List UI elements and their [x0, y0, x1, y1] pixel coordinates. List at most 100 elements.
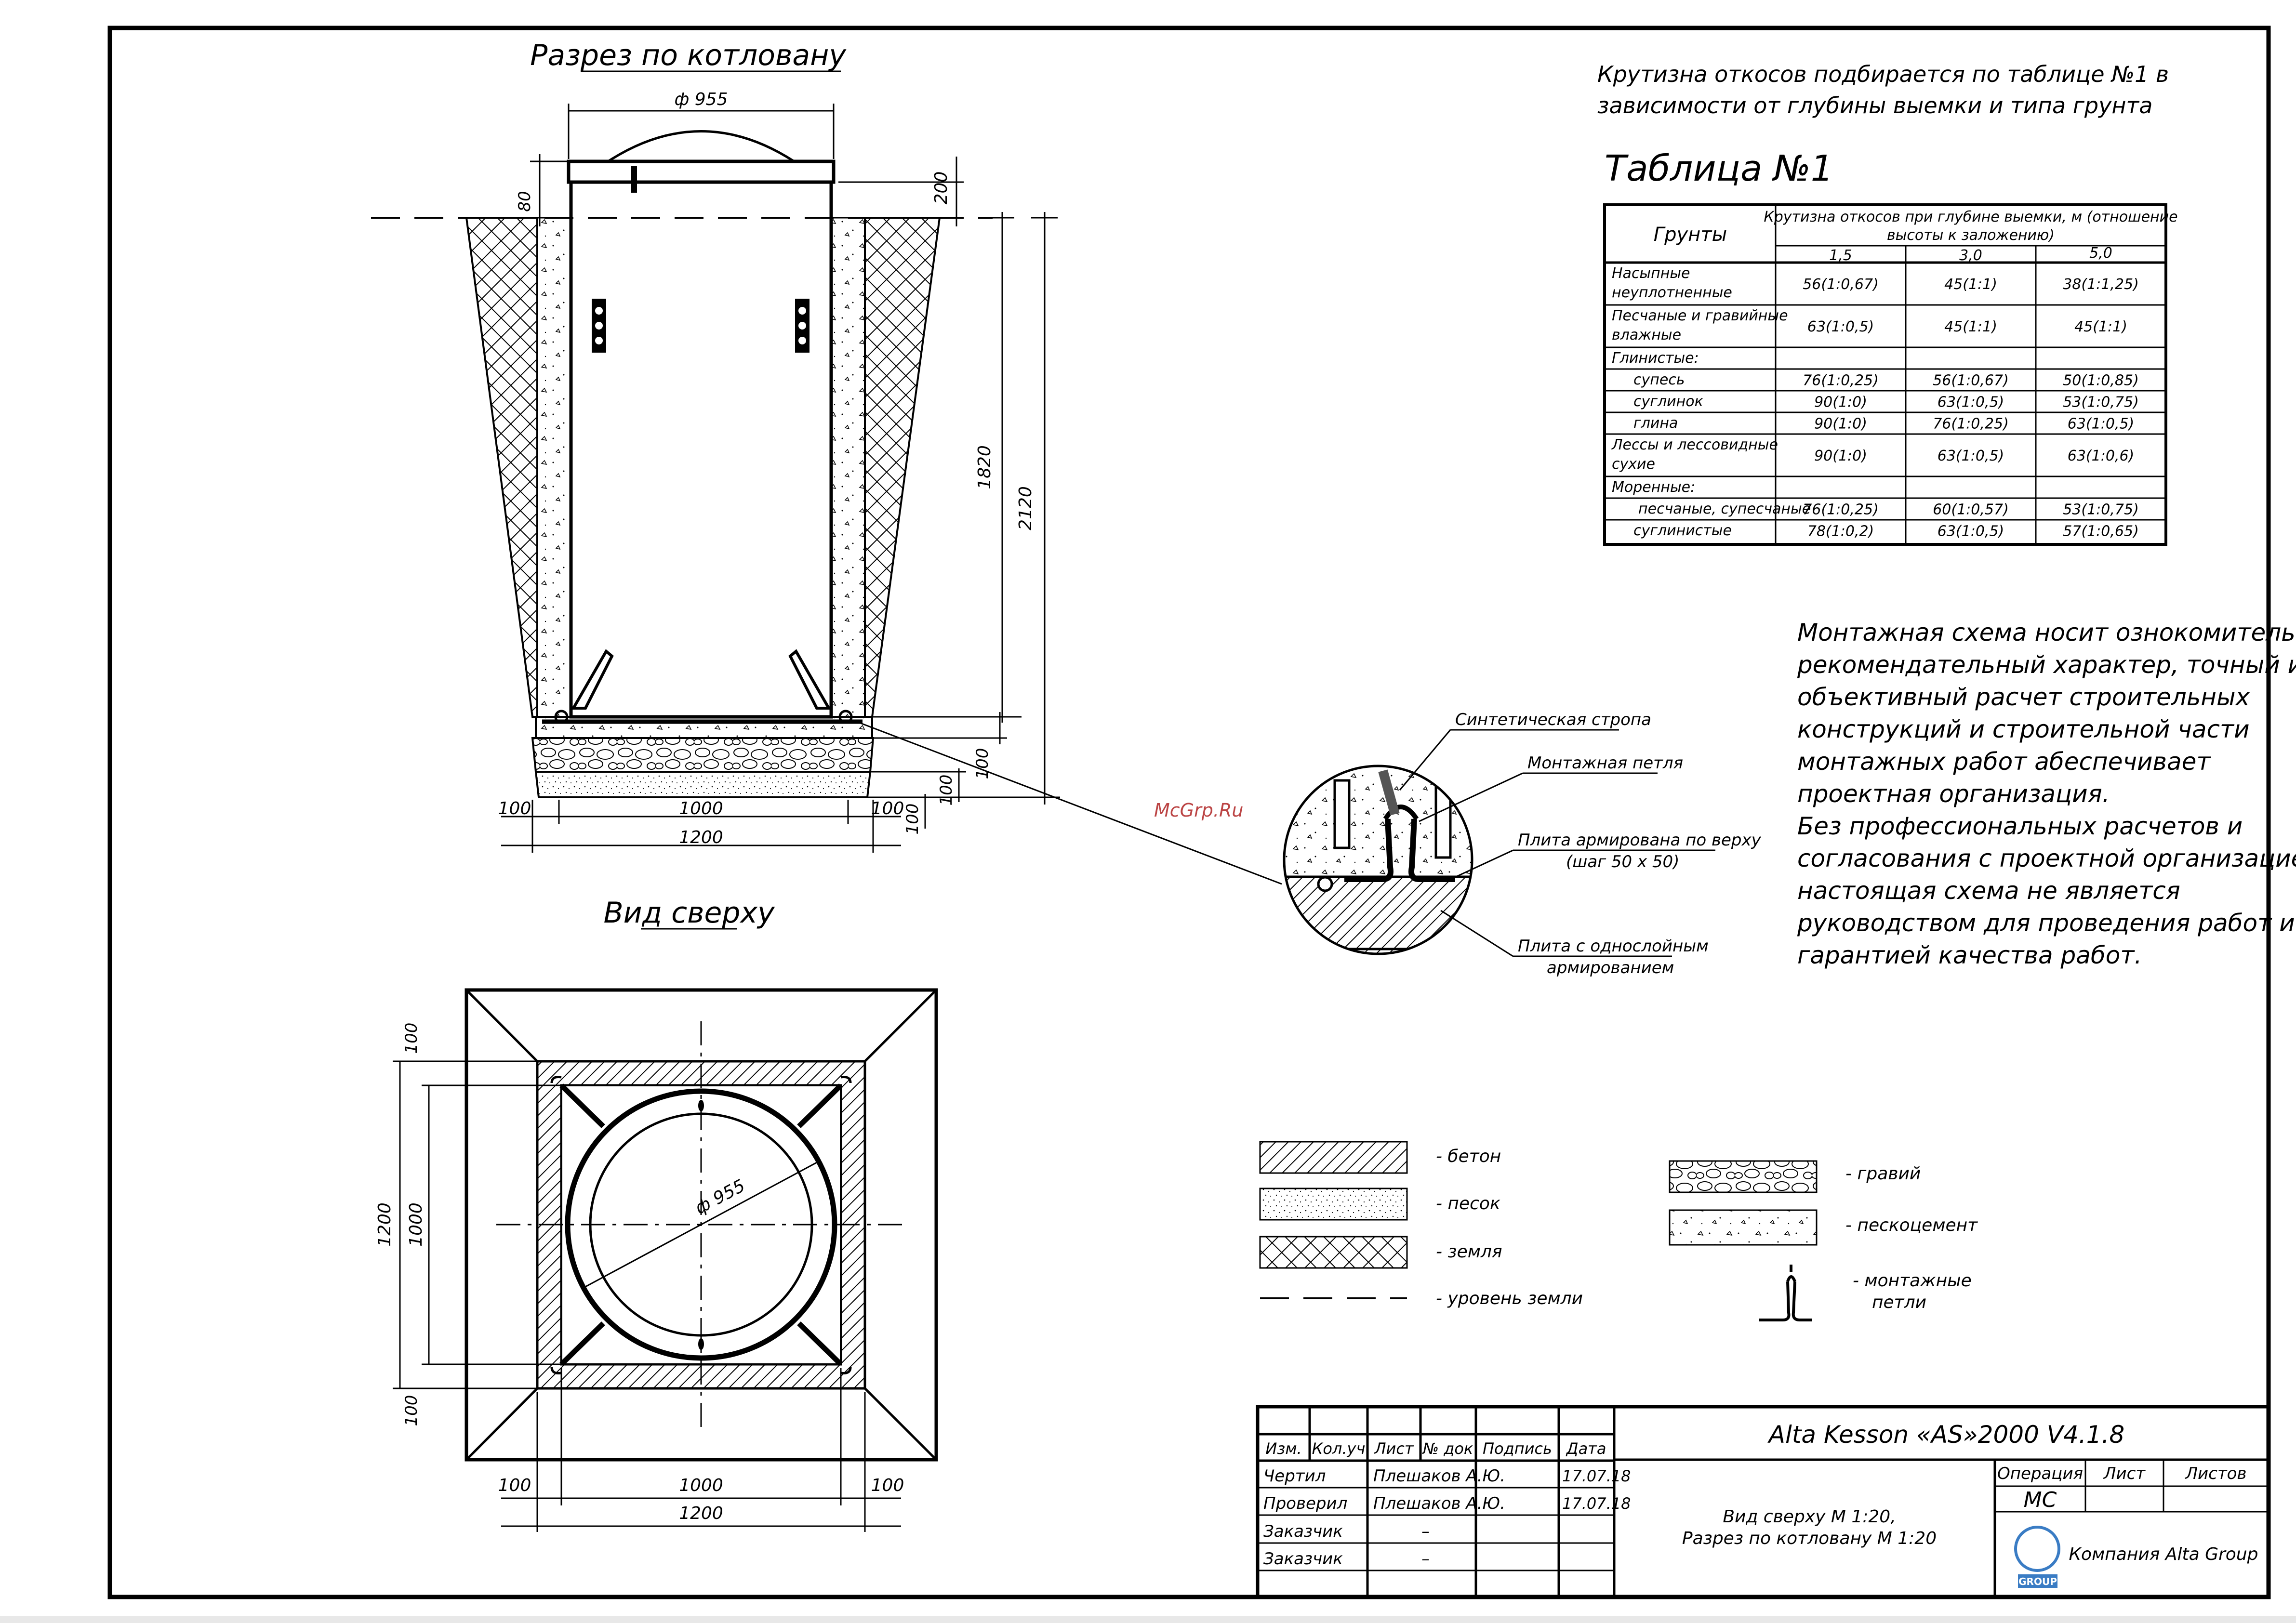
table-cell: 76(1:0,25) [1803, 372, 1879, 389]
lid-dome [607, 130, 795, 163]
svg-text:100: 100 [498, 799, 531, 818]
svg-text:80: 80 [515, 191, 534, 211]
title-col-sheet: Лист [2103, 1464, 2146, 1483]
table-cell: 63(1:0,5) [1807, 318, 1874, 335]
dim-200: 200 [838, 157, 964, 226]
disclaimer-line: конструкций и строительной части [1797, 715, 2250, 743]
svg-text:1200: 1200 [679, 1504, 723, 1523]
legend-concrete: - бетон [1436, 1147, 1501, 1166]
svg-text:Синтетическая стропа: Синтетическая стропа [1455, 710, 1651, 729]
svg-text:Монтажная петля: Монтажная петля [1527, 753, 1683, 773]
disclaimer-line: объективный расчет строительных [1797, 683, 2250, 711]
svg-text:(шаг 50 х 50): (шаг 50 х 50) [1566, 852, 1679, 871]
dim-1820: 1820 [872, 212, 1022, 723]
table-row-name: сухие [1612, 456, 1655, 473]
table-cell: 53(1:0,75) [2063, 501, 2139, 518]
svg-text:100: 100 [402, 1023, 421, 1054]
title-role-name: – [1421, 1549, 1430, 1569]
legend-earth-swatch [1259, 1236, 1408, 1269]
svg-text:Плита армирована по верху: Плита армирована по верху [1518, 831, 1762, 850]
legend-sand-cement: - пескоцемент [1845, 1215, 1978, 1235]
title-role-name: Плешаков А.Ю. [1373, 1466, 1505, 1486]
title-role-date: 17.07.18 [1562, 1467, 1631, 1485]
lug-left [592, 299, 606, 353]
earth-right [864, 217, 941, 718]
table-cell: 63(1:0,5) [1938, 448, 2004, 464]
title-operation-value: МС [2024, 1488, 2057, 1512]
svg-text:100: 100 [871, 1476, 904, 1495]
table-row-name: песчаные, супесчаные [1638, 501, 1811, 517]
disclaimer-line: монтажных работ абеспечивает [1797, 748, 2211, 776]
dim-2120: 2120 [867, 212, 1060, 805]
title-description-1: Вид сверху М 1:20, [1723, 1507, 1896, 1527]
disclaimer-line: Монтажная схема носит ознокомительно [1797, 619, 2296, 647]
table-row-name: Насыпные [1612, 265, 1690, 282]
backfill-right [830, 217, 866, 718]
table-cell: 45(1:1) [1944, 276, 1997, 293]
dim-100-a: 100 [873, 712, 1007, 779]
title-role-date: 17.07.18 [1562, 1494, 1631, 1513]
gusset-right [788, 649, 832, 710]
slope-note-line1: Крутизна откосов подбирается по таблице … [1597, 61, 2169, 87]
logo-text: GROUP [2018, 1576, 2057, 1587]
title-header: Подпись [1483, 1439, 1552, 1458]
lifting-loop-left [554, 710, 569, 724]
svg-text:1000: 1000 [679, 799, 723, 818]
caisson-body [569, 180, 833, 719]
table-cell: 53(1:0,75) [2063, 394, 2139, 411]
legend-loops-2: петли [1872, 1293, 1926, 1312]
table-cell: 38(1:1,25) [2063, 276, 2139, 293]
earth-left [465, 217, 538, 718]
table-cell: 45(1:1) [2074, 318, 2127, 335]
legend-sand-swatch [1259, 1188, 1408, 1221]
svg-text:1000: 1000 [679, 1476, 723, 1495]
svg-text:100: 100 [973, 748, 992, 779]
table-row-name: Глинистые: [1612, 350, 1699, 367]
table-depth-1: 1,5 [1829, 247, 1852, 264]
lifting-loop-right [838, 710, 853, 724]
table-row-name: Лессы и лессовидные [1611, 436, 1778, 453]
table-cell: 63(1:0,5) [1938, 523, 2004, 540]
svg-text:2120: 2120 [1016, 486, 1035, 530]
svg-text:ф 955: ф 955 [675, 90, 728, 109]
legend-loop-icon [1759, 1265, 1812, 1321]
disclaimer-line: Без профессиональных расчетов и [1797, 812, 2243, 840]
gusset-left [571, 649, 614, 710]
legend-earth: - земля [1436, 1242, 1502, 1262]
legend-gravel: - гравий [1845, 1164, 1921, 1184]
table-col-soil: Грунты [1654, 224, 1727, 246]
company-logo: GROUP [2014, 1526, 2060, 1588]
title-description-2: Разрез по котловану М 1:20 [1682, 1529, 1937, 1548]
table-cell: 60(1:0,57) [1933, 501, 2009, 518]
table-cell: 63(1:0,5) [1938, 394, 2004, 411]
dims-top-view-bottom: 100 1000 100 1200 [498, 1368, 904, 1532]
title-header: № док [1422, 1439, 1473, 1458]
title-role: Заказчик [1263, 1522, 1343, 1541]
table-row-name: суглинистые [1633, 522, 1732, 539]
svg-text:100: 100 [498, 1476, 531, 1495]
title-header: Изм. [1265, 1439, 1301, 1458]
disclaimer-line: проектная организация. [1797, 780, 2110, 808]
title-role: Заказчик [1263, 1549, 1343, 1569]
caisson-lid [567, 159, 836, 184]
detail-labels: Синтетическая стропа Монтажная петля Пли… [1399, 710, 1762, 977]
disclaimer-line: руководством для проведения работ и [1797, 909, 2295, 937]
dims-top-view-left: 100 1200 1000 100 [375, 1023, 561, 1426]
table-cell: 63(1:0,6) [2068, 448, 2135, 464]
svg-text:200: 200 [931, 172, 951, 205]
table-cell: 76(1:0,25) [1933, 416, 2009, 433]
slope-note-line2: зависимости от глубины выемки и типа гру… [1597, 92, 2152, 119]
table-cell: 76(1:0,25) [1803, 501, 1879, 518]
sheet-frame [107, 26, 2271, 1599]
table-row-name: глина [1633, 415, 1678, 432]
svg-text:1200: 1200 [375, 1202, 395, 1247]
sand-layer [534, 771, 872, 798]
table-row-name: Песчаные и гравийные [1612, 307, 1788, 324]
disclaimer-line: рекомендательный характер, точный и [1797, 651, 2296, 679]
lid-handle [631, 166, 637, 193]
table-row-name: суглинок [1633, 393, 1703, 410]
table-col-slope-line2: высоты к заложению) [1887, 227, 2055, 244]
title-header: Дата [1566, 1439, 1606, 1458]
